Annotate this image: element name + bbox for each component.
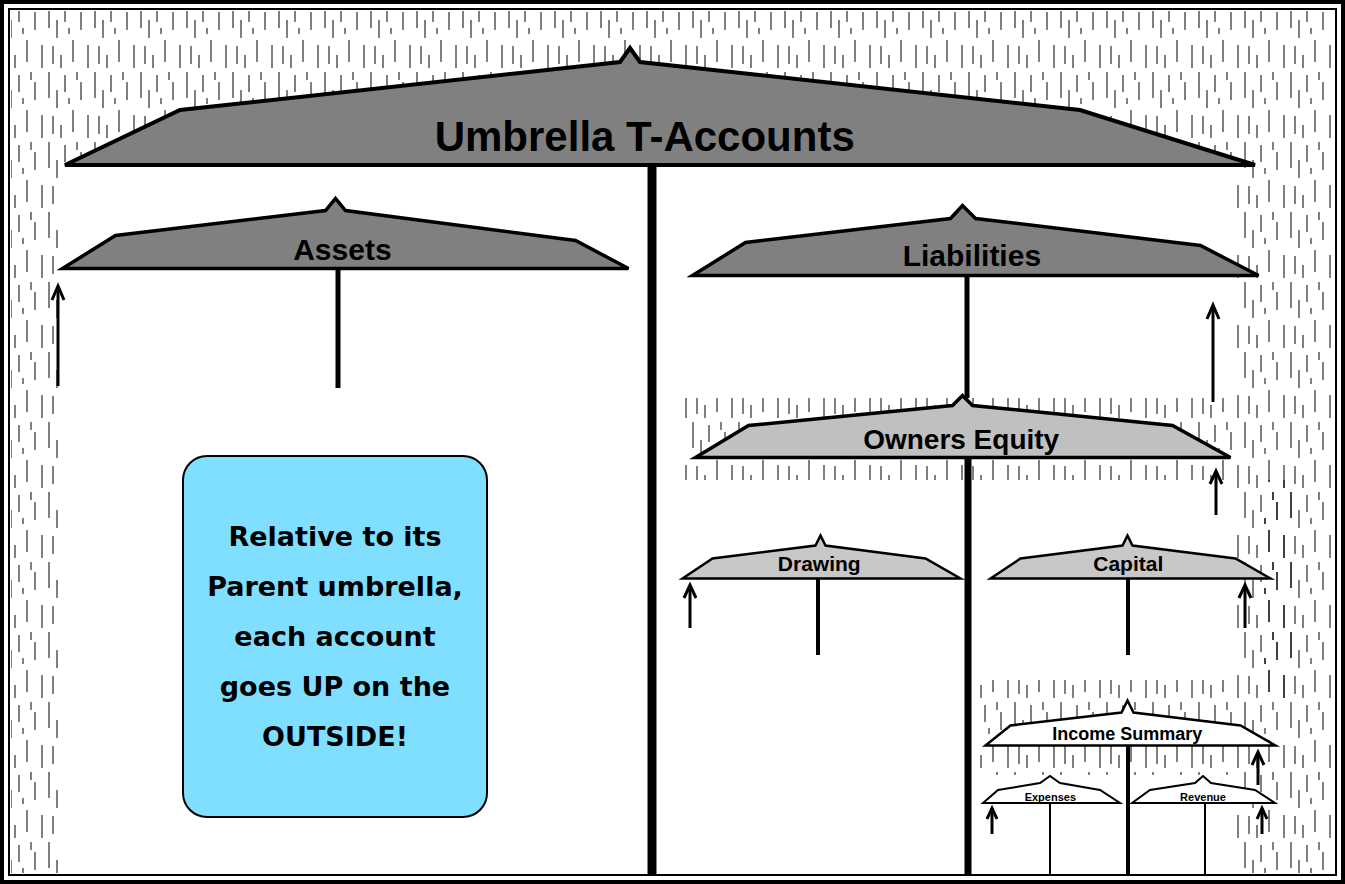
account-label: Expenses (1025, 791, 1076, 804)
canopy-outline (65, 48, 1255, 165)
canopy-outline (1132, 776, 1275, 803)
umbrella-canopy: Income Summary (983, 698, 1278, 748)
account-label: Umbrella T-Accounts (435, 113, 855, 161)
umbrella-canopy: Owners Equity (692, 392, 1234, 461)
umbrella-canopy: Expenses (981, 774, 1122, 805)
callout-text: Relative to its Parent umbrella, each ac… (196, 512, 474, 762)
account-label: Income Summary (1052, 724, 1202, 745)
account-label: Revenue (1180, 791, 1226, 804)
callout-box: Relative to its Parent umbrella, each ac… (182, 455, 488, 818)
canopy-outline (985, 700, 1275, 745)
umbrella-canopy: Liabilities (689, 202, 1262, 279)
rain (11, 11, 1334, 873)
umbrella-canopy: Capital (988, 533, 1273, 581)
account-label: Drawing (778, 552, 861, 576)
account-label: Assets (293, 233, 391, 268)
account-label: Owners Equity (863, 424, 1059, 456)
canopy-outline (695, 395, 1230, 457)
canopy-outline (692, 205, 1258, 275)
canopy-outline (983, 776, 1120, 803)
canopy-outline (62, 198, 628, 268)
account-label: Capital (1093, 552, 1163, 576)
canopy-outline (990, 535, 1270, 578)
umbrella-canopy: Umbrella T-Accounts (61, 44, 1259, 169)
account-label: Liabilities (903, 239, 1041, 274)
inner-frame (9, 9, 1336, 875)
umbrella-canopy: Revenue (1130, 774, 1277, 805)
umbrella-canopy: Assets (59, 195, 632, 272)
umbrella-canopy: Drawing (680, 533, 963, 581)
canopy-outline (682, 535, 960, 578)
